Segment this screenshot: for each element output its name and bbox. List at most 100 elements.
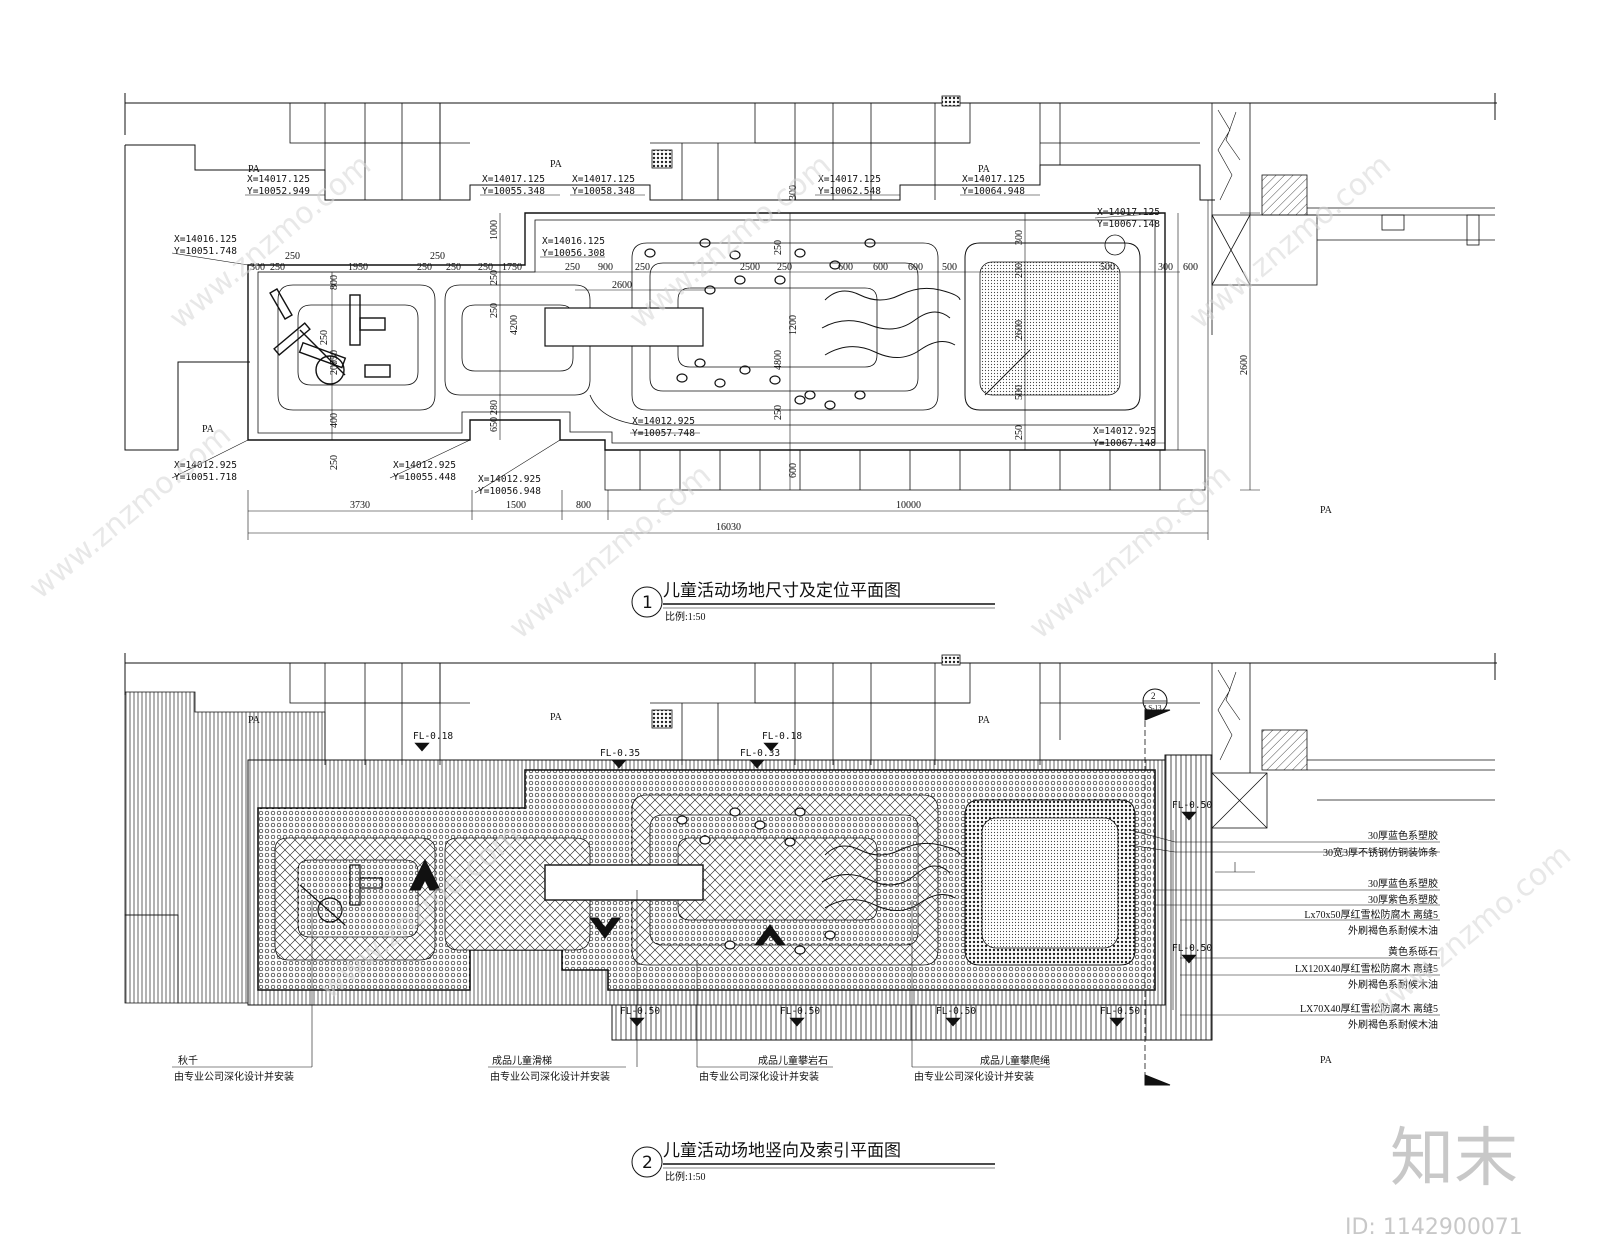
- level-label: FL-0.18: [413, 731, 453, 742]
- plan-1-vertical-dimensions: 800 250 200 750 400 250 1000 250 4200 25…: [319, 185, 1025, 478]
- plan-2-levels: FL-0.18 FL-0.18 FL-0.35 FL-0.33 FL-0.50 …: [413, 731, 1212, 1017]
- legend-item: Lx70x50厚红雪松防腐木 离缝5: [1304, 908, 1438, 921]
- plan-scale: 比例:1:50: [665, 1170, 706, 1183]
- dim-label: 250: [329, 455, 340, 470]
- zone-label: PA: [202, 424, 215, 435]
- callout-note: 由专业公司深化设计并安装: [174, 1070, 294, 1083]
- coord-x: X=14012.925: [393, 460, 456, 471]
- dim-label: 250: [478, 262, 493, 273]
- level-label: FL-0.50: [936, 1006, 976, 1017]
- dim-label: 250: [417, 262, 432, 273]
- dim-label: 800: [329, 275, 340, 290]
- callout-name: 成品儿童攀爬绳: [980, 1054, 1050, 1067]
- coord-y: Y=10055.348: [482, 186, 545, 197]
- zone-label: PA: [1320, 505, 1333, 516]
- callout-name: 秋千: [178, 1054, 198, 1067]
- dim-label: 250: [773, 240, 784, 255]
- legend-item: 30厚蓝色系塑胶: [1368, 877, 1438, 890]
- dim-label: 600: [1183, 262, 1198, 273]
- dim-label: 400: [329, 413, 340, 428]
- dim-label: 650: [489, 417, 500, 432]
- dim-label: 280: [489, 400, 500, 415]
- plan-2-title-block: 2 儿童活动场地竖向及索引平面图 比例:1:50: [631, 1141, 995, 1183]
- dim-label: 500: [1014, 385, 1025, 400]
- legend-item: 外刷褐色系耐候木油: [1348, 924, 1438, 937]
- coord-x: X=14016.125: [542, 236, 605, 247]
- zone-label: PA: [1320, 1055, 1333, 1066]
- dim-label: 4200: [509, 315, 520, 335]
- coord-x: X=14012.925: [632, 416, 695, 427]
- coord-x: X=14016.125: [174, 234, 237, 245]
- legend-item: LX70X40厚红雪松防腐木 离缝5: [1300, 1002, 1438, 1015]
- dim-label: 500: [942, 262, 957, 273]
- level-label: FL-0.18: [762, 731, 802, 742]
- callout-note: 由专业公司深化设计并安装: [914, 1070, 1034, 1083]
- dim-label: 800: [576, 500, 591, 511]
- dim-label: 2600: [612, 280, 632, 291]
- callout-note: 由专业公司深化设计并安装: [490, 1070, 610, 1083]
- zone-label: PA: [978, 715, 991, 726]
- plan-1-bottom-dimensions: 3730 1500 800 10000 16030 2600: [350, 355, 1250, 533]
- plan-2: [124, 653, 1497, 1086]
- zone-label: PA: [978, 164, 991, 175]
- dim-label: 250: [565, 262, 580, 273]
- level-label: FL-0.50: [1172, 943, 1212, 954]
- dim-label: 600: [908, 262, 923, 273]
- coord-y: Y=10051.748: [174, 246, 237, 257]
- section-sheet: LS-13: [1144, 704, 1162, 712]
- dim-label: 250: [773, 405, 784, 420]
- coord-y: Y=10057.748: [632, 428, 695, 439]
- legend-item: 黄色系砾石: [1388, 945, 1438, 958]
- zone-label: PA: [550, 712, 563, 723]
- legend-item: 30宽3厚不锈钢仿铜装饰条: [1323, 846, 1438, 859]
- plan-2-legend: 30厚蓝色系塑胶 30宽3厚不锈钢仿铜装饰条 30厚蓝色系塑胶 30厚紫色系塑胶…: [1295, 829, 1438, 1031]
- zone-label: PA: [248, 715, 261, 726]
- dim-label: 250: [489, 270, 500, 285]
- plan-1-top-dimensions: 300 250 1950 250 250 250 1750 250 900 25…: [250, 251, 1198, 291]
- dim-label: 10000: [896, 500, 921, 511]
- dim-label: 250: [635, 262, 650, 273]
- dim-label: 250: [270, 262, 285, 273]
- dim-label: 1200: [788, 315, 799, 335]
- coord-y: Y=10067.148: [1097, 219, 1160, 230]
- dim-side: 2600: [1239, 355, 1250, 375]
- dim-label: 250: [489, 303, 500, 318]
- coord-y: Y=10064.948: [962, 186, 1025, 197]
- watermark-site: www.znzmo.com: [623, 148, 838, 337]
- legend-item: LX120X40厚红雪松防腐木 离缝5: [1295, 962, 1438, 975]
- section-mark: 2 LS-13: [1144, 691, 1162, 712]
- legend-item: 外刷褐色系耐候木油: [1348, 978, 1438, 991]
- coord-x: X=14012.925: [174, 460, 237, 471]
- dim-label: 250: [1014, 425, 1025, 440]
- coord-x: X=14017.125: [818, 174, 881, 185]
- dim-label: 500: [1100, 262, 1115, 273]
- plan-2-callouts: 秋千 由专业公司深化设计并安装 成品儿童滑梯 由专业公司深化设计并安装 成品儿童…: [174, 1054, 1050, 1083]
- coord-x: X=14017.125: [482, 174, 545, 185]
- coord-y: Y=10058.348: [572, 186, 635, 197]
- plan-title: 儿童活动场地尺寸及定位平面图: [663, 581, 901, 601]
- coord-y: Y=10051.718: [174, 472, 237, 483]
- dim-label: 300: [1014, 230, 1025, 245]
- plan-1: [124, 93, 1497, 540]
- dim-label: 250: [319, 330, 330, 345]
- plan-scale: 比例:1:50: [665, 610, 706, 623]
- level-label: FL-0.33: [740, 748, 780, 759]
- coord-x: X=14017.125: [572, 174, 635, 185]
- dim-label: 2500: [740, 262, 760, 273]
- dim-label: 250: [446, 262, 461, 273]
- dim-label: 300: [250, 262, 265, 273]
- watermark-brand: 知末: [1390, 1122, 1518, 1196]
- coord-x: X=14012.925: [478, 474, 541, 485]
- plan-number: 1: [642, 593, 653, 613]
- coord-y: Y=10062.548: [818, 186, 881, 197]
- section-number: 2: [1151, 691, 1156, 701]
- coord-x: X=14017.125: [1097, 207, 1160, 218]
- level-label: FL-0.50: [1172, 800, 1212, 811]
- plan-number: 2: [642, 1153, 653, 1173]
- dim-label: 1950: [348, 262, 368, 273]
- level-label: FL-0.35: [600, 748, 640, 759]
- level-label: FL-0.50: [620, 1006, 660, 1017]
- dim-label: 600: [838, 262, 853, 273]
- dim-label: 3730: [350, 500, 370, 511]
